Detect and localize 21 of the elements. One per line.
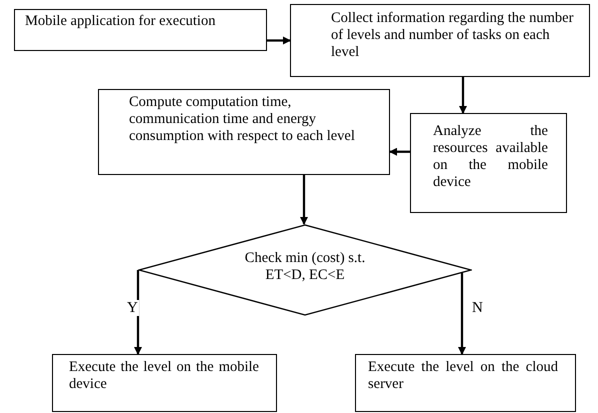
arrow — [134, 270, 142, 355]
box-text: Analyze the resources available on the mobile device — [433, 123, 548, 191]
box-text: Mobile application for execution — [25, 13, 216, 30]
process-box — [410, 113, 567, 213]
process-box — [290, 4, 590, 77]
box-text: Execute the level on the cloud server — [368, 359, 558, 393]
arrow — [458, 273, 466, 355]
process-box — [52, 354, 277, 412]
edge-label: Y — [126, 300, 139, 316]
process-box — [355, 354, 576, 412]
process-box — [98, 89, 390, 175]
box-text: Collect information regarding the number of levels and number of tasks on each level — [331, 10, 574, 61]
process-box — [14, 9, 267, 51]
arrow — [267, 36, 291, 44]
box-text: Check min (cost) s.t. ET<D, EC<E — [244, 250, 366, 284]
arrow — [300, 175, 308, 225]
decision-diamond — [138, 224, 472, 316]
arrow — [459, 77, 467, 114]
box-text: Execute the level on the mobile device — [69, 359, 259, 393]
box-text: Compute computation time, communication time and energy consumption with respect to each level — [129, 94, 356, 145]
arrow — [389, 148, 410, 156]
